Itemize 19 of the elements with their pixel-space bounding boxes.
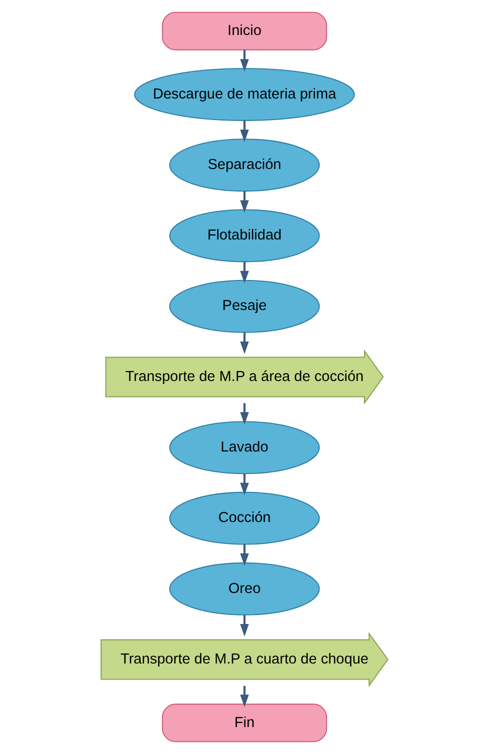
arrow <box>240 544 248 566</box>
node-box: Inicio <box>161 12 327 50</box>
arrow <box>240 332 248 354</box>
arrow <box>240 615 248 636</box>
node-ellipse: Cocción <box>168 492 320 545</box>
node-box: Fin <box>161 704 327 742</box>
node-ellipse: Pesaje <box>168 280 320 333</box>
arrow <box>240 50 248 72</box>
node-ellipse: Lavado <box>168 421 320 474</box>
arrow <box>240 403 248 425</box>
node-ellipse: Descargue de materia prima <box>134 68 354 121</box>
node-ellipse: Flotabilidad <box>168 209 320 262</box>
arrow <box>240 191 248 213</box>
node-ellipse: Separación <box>168 138 320 192</box>
arrow <box>240 686 248 708</box>
arrow <box>240 262 248 284</box>
arrow <box>240 474 248 496</box>
node-ellipse: Oreo <box>168 562 320 616</box>
arrow <box>240 120 248 142</box>
